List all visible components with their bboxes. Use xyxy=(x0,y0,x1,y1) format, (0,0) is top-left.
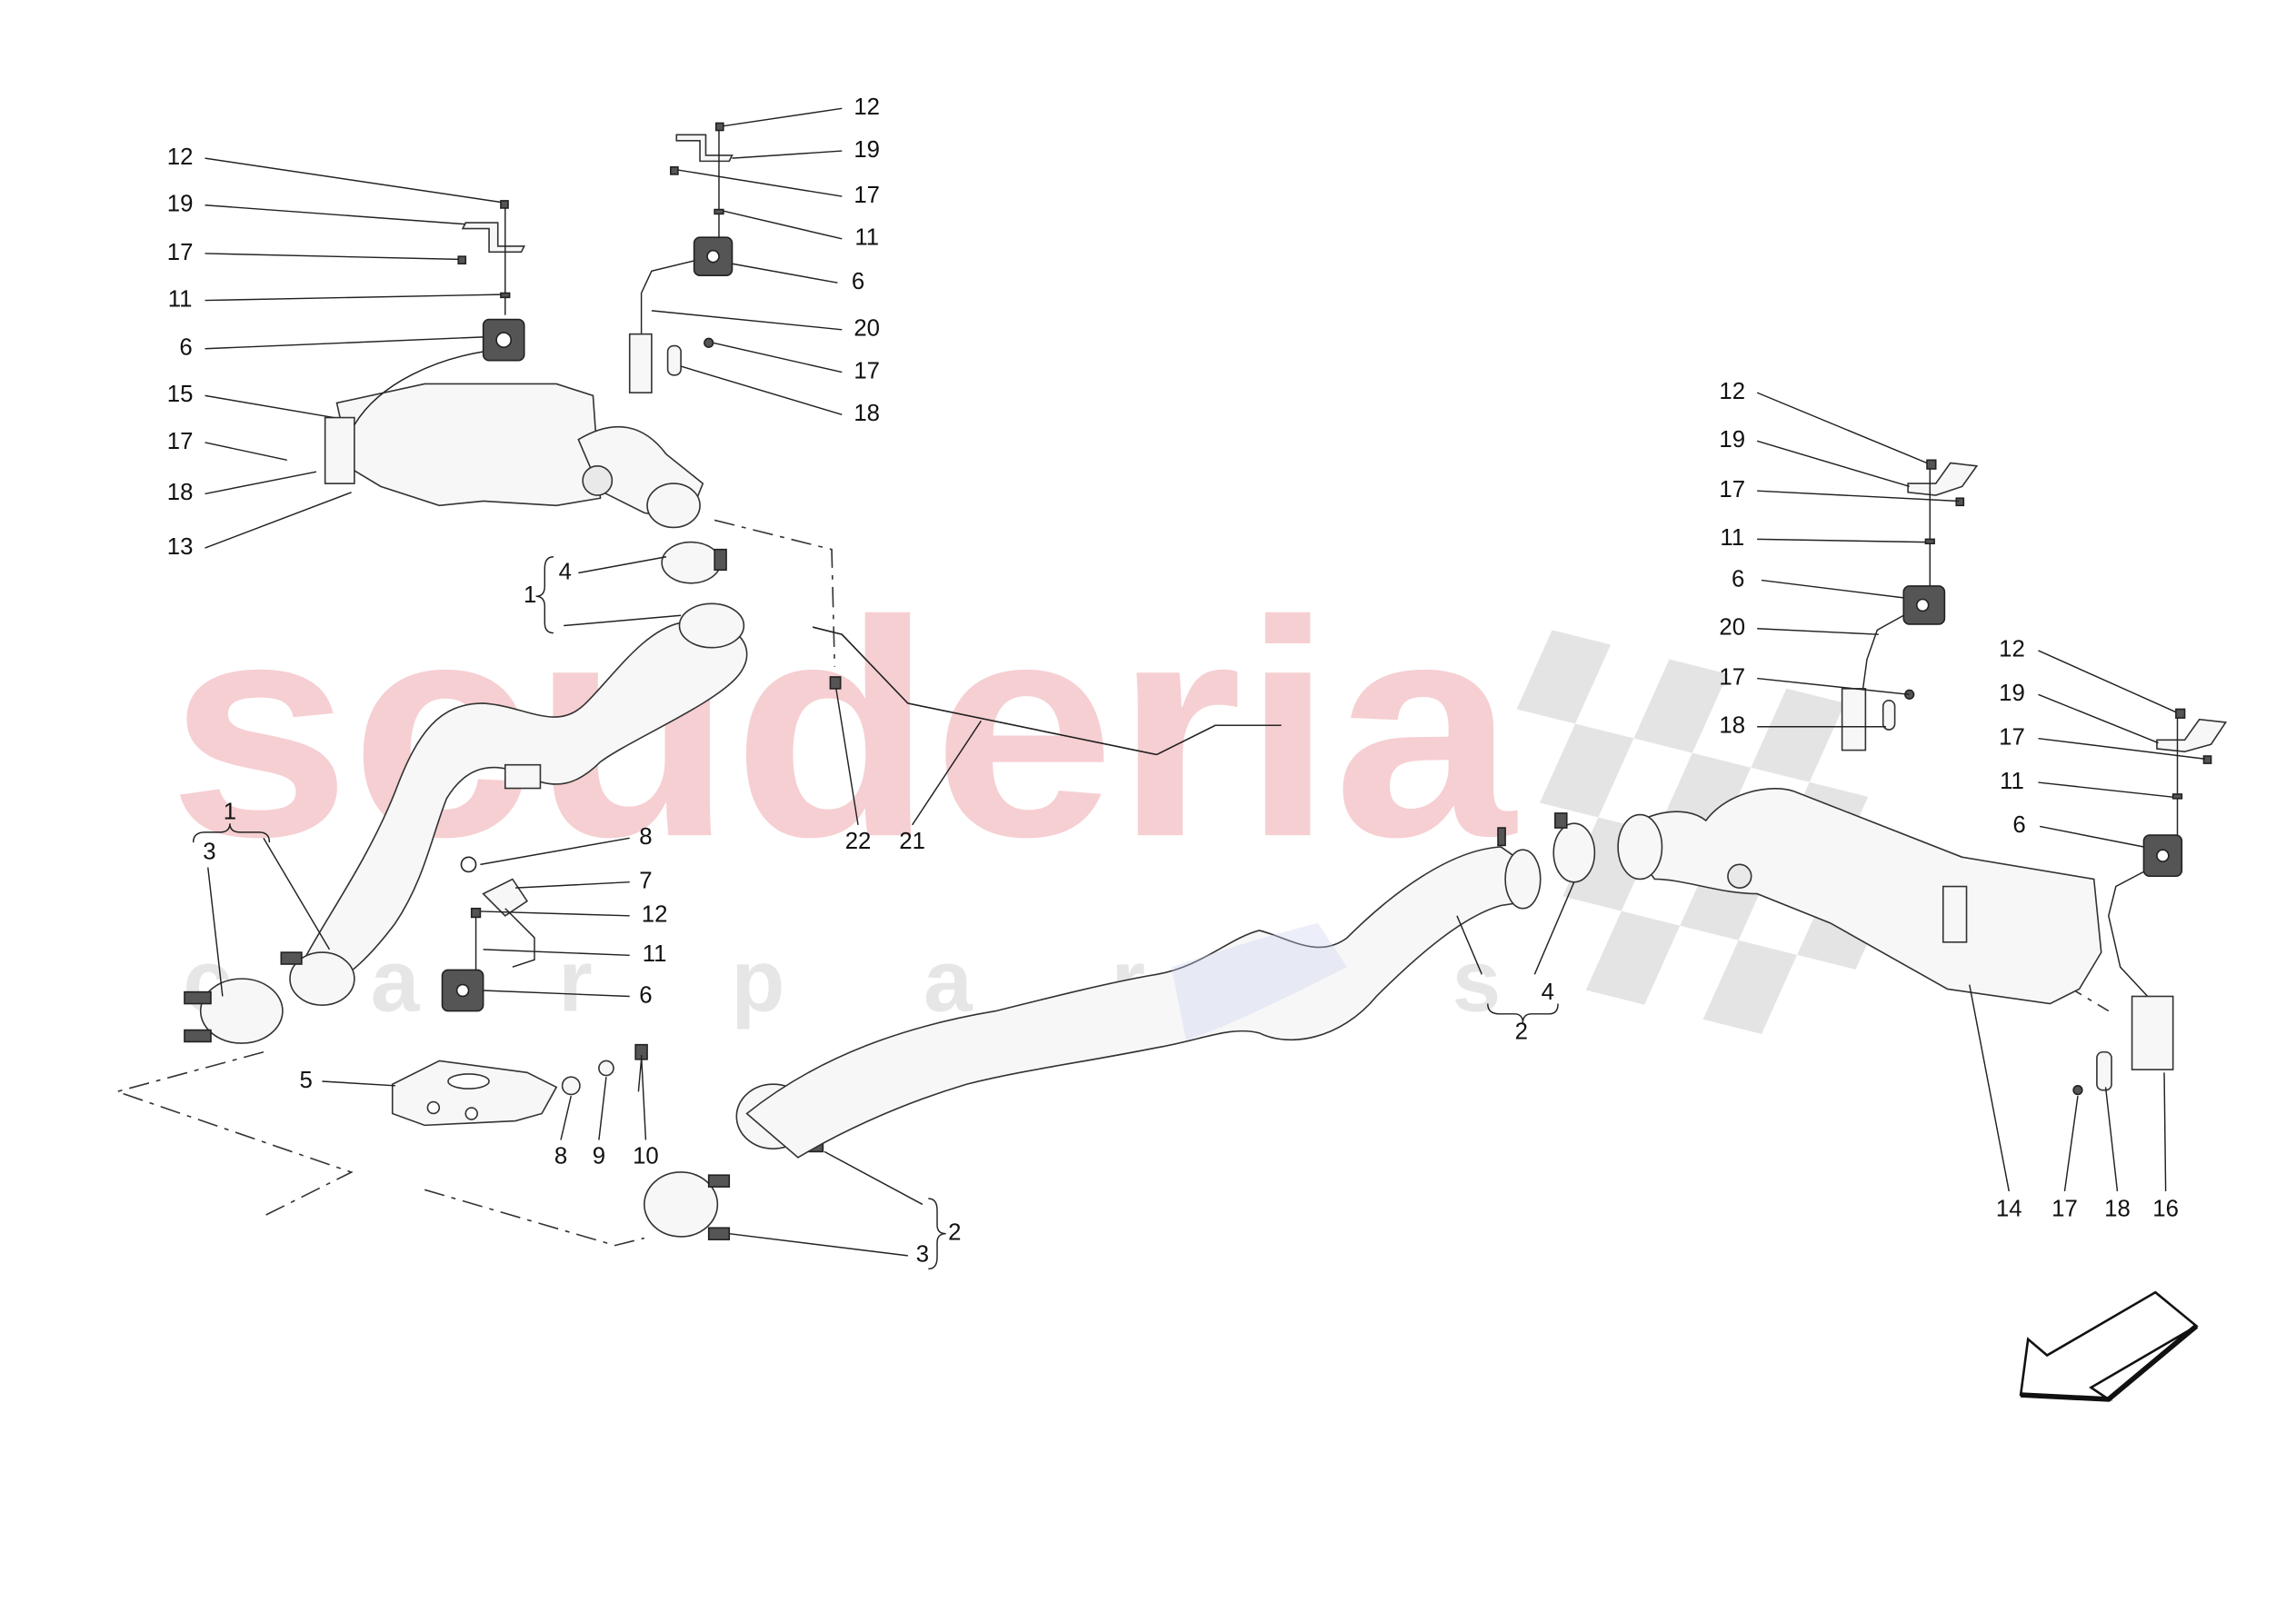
callout-17: 17 xyxy=(167,429,194,454)
callout-12: 12 xyxy=(167,144,194,170)
callout-5: 5 xyxy=(300,1068,313,1093)
callout-12: 12 xyxy=(854,95,880,120)
rod-21 xyxy=(812,626,1282,756)
direction-arrow-icon xyxy=(2019,1290,2199,1402)
callout-8: 8 xyxy=(554,1144,567,1169)
callout-11: 11 xyxy=(854,225,879,251)
callout-12: 12 xyxy=(1719,379,1745,404)
callout-12: 12 xyxy=(642,902,668,928)
callout-17: 17 xyxy=(1719,664,1745,690)
callout-1: 1 xyxy=(524,582,536,608)
center-hanger-stack xyxy=(391,856,648,1127)
callout-6: 6 xyxy=(1732,566,1744,592)
callout-17: 17 xyxy=(1719,477,1745,503)
leader-lines xyxy=(205,107,2206,1257)
callout-18: 18 xyxy=(167,480,194,505)
right-front-pipe xyxy=(745,827,1542,1159)
callout-17: 17 xyxy=(854,183,880,208)
upper-clamp-4 xyxy=(661,541,727,584)
callout-19: 19 xyxy=(1719,427,1745,453)
callout-1: 1 xyxy=(224,800,236,825)
callout-17: 17 xyxy=(167,240,194,265)
left-front-pipe xyxy=(289,602,748,1006)
callout-17: 17 xyxy=(854,358,880,383)
callout-6: 6 xyxy=(2012,812,2025,838)
callout-11: 11 xyxy=(1720,525,1744,551)
right-silencer xyxy=(1617,788,2102,1005)
callout-4: 4 xyxy=(1542,980,1554,1005)
callout-11: 11 xyxy=(168,286,193,312)
callout-9: 9 xyxy=(593,1144,605,1169)
callout-4: 4 xyxy=(559,559,572,584)
callout-17: 17 xyxy=(2051,1197,2078,1222)
callout-15: 15 xyxy=(167,382,194,407)
left-silencer xyxy=(324,351,704,529)
callout-8: 8 xyxy=(639,824,652,850)
callout-18: 18 xyxy=(854,401,880,426)
callout-3: 3 xyxy=(916,1242,929,1268)
callout-2: 2 xyxy=(1515,1020,1528,1045)
callout-10: 10 xyxy=(633,1144,659,1169)
callout-21: 21 xyxy=(899,829,925,854)
callout-labels: 12 19 17 11 6 15 17 18 13 12 19 17 11 6 … xyxy=(167,95,2179,1268)
callout-6: 6 xyxy=(639,982,652,1008)
callout-18: 18 xyxy=(1719,713,1745,739)
callout-17: 17 xyxy=(1999,724,2025,750)
callout-19: 19 xyxy=(1999,681,2025,706)
callout-2: 2 xyxy=(948,1220,961,1246)
far-right-hanger-stack xyxy=(2072,708,2228,1096)
callout-11: 11 xyxy=(2000,769,2024,794)
lower-left-clamp-3 xyxy=(184,951,303,1044)
callout-6: 6 xyxy=(852,269,864,294)
callout-18: 18 xyxy=(2104,1197,2131,1222)
callout-7: 7 xyxy=(639,869,652,894)
callout-3: 3 xyxy=(203,839,215,864)
callout-20: 20 xyxy=(854,316,880,342)
callout-6: 6 xyxy=(179,335,192,361)
middle-upper-hanger-stack xyxy=(628,122,734,393)
callout-20: 20 xyxy=(1719,615,1745,641)
callout-22: 22 xyxy=(845,829,872,854)
callout-19: 19 xyxy=(167,192,194,217)
callout-13: 13 xyxy=(167,534,194,560)
left-upper-hanger-stack xyxy=(457,200,526,362)
right-upper-hanger-stack xyxy=(1841,459,1979,751)
callout-11: 11 xyxy=(643,941,667,967)
callout-19: 19 xyxy=(854,137,880,163)
right-clamp-4 xyxy=(1552,812,1596,883)
callout-14: 14 xyxy=(1996,1197,2022,1222)
callout-16: 16 xyxy=(2152,1197,2179,1222)
callout-12: 12 xyxy=(1999,637,2025,662)
